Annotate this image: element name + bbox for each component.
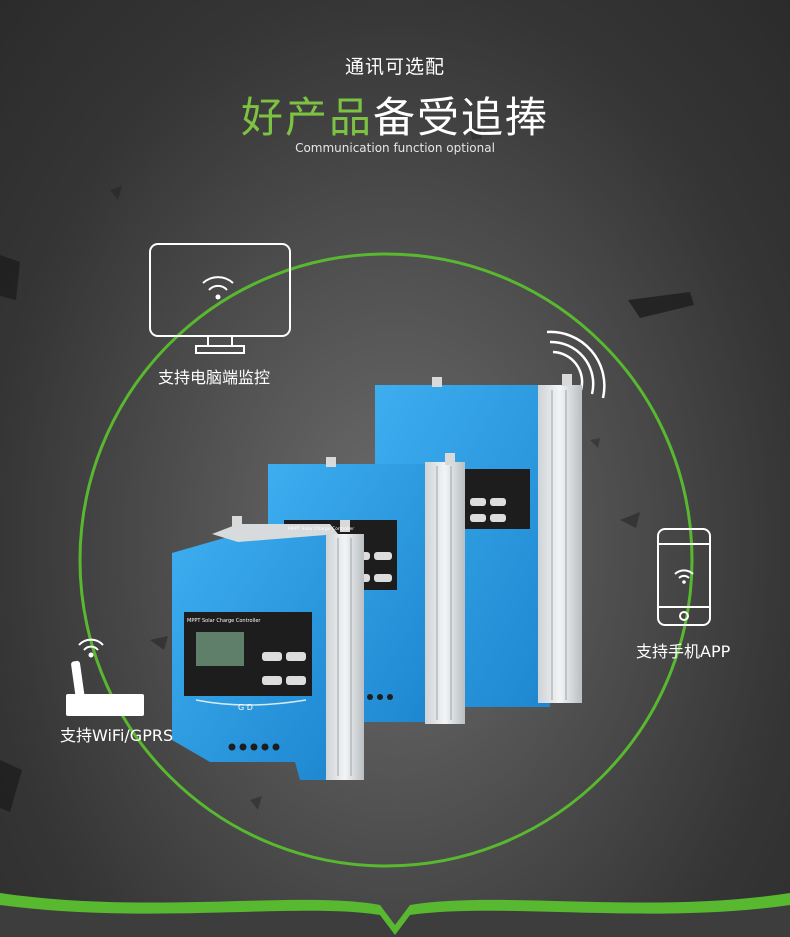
brand-mark: G D xyxy=(238,703,253,712)
feature-label-pc: 支持电脑端监控 xyxy=(158,368,271,387)
headline-white-part: 备受追捧 xyxy=(373,93,550,142)
monitor-wifi-icon xyxy=(149,243,291,354)
panel-title-medium: MPPT Solar Charge Controller xyxy=(288,526,354,532)
phone-wifi-icon xyxy=(657,528,711,626)
feature-label-wifi: 支持WiFi/GPRS xyxy=(60,726,174,745)
header-subtitle-english: Communication function optional xyxy=(295,141,495,155)
wifi-dongle-icon xyxy=(66,638,144,716)
debris-decoration xyxy=(0,126,694,812)
headline-green-part: 好产品 xyxy=(240,93,373,142)
signal-arcs-icon xyxy=(546,330,606,399)
header-subtitle: 通讯可选配 xyxy=(344,56,445,78)
headline: 好产品备受追捧 xyxy=(0,84,790,145)
controller-small xyxy=(172,516,364,780)
bottom-wave xyxy=(0,893,790,937)
panel-title-large: MPPT Solar Charge Controller xyxy=(187,618,261,624)
orbit-circle xyxy=(78,252,694,868)
feature-label-app: 支持手机APP xyxy=(636,642,731,661)
